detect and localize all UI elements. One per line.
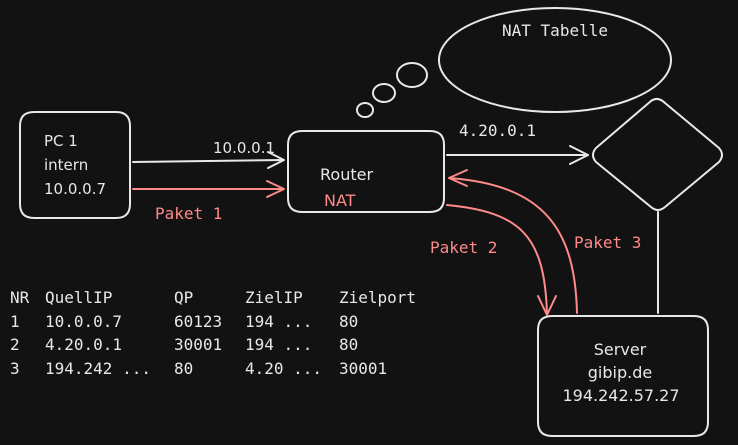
diamond-shape — [592, 97, 723, 211]
paket2-label: Paket 2 — [430, 238, 497, 257]
table-row: 2 4.20.0.1 30001 194 ... 80 — [10, 335, 358, 354]
router-diamond-arrowhead — [569, 145, 589, 165]
table-header-qp: QP — [174, 288, 193, 307]
nat-table-label: NAT Tabelle — [502, 21, 608, 40]
thought-bubbles — [356, 62, 428, 118]
nat-entries-table: NR QuellIP QP ZielIP Zielport 1 10.0.0.7… — [10, 288, 416, 378]
table-row: 3 194.242 ... 80 4.20 ... 30001 — [10, 359, 387, 378]
paket2-arrow-line — [446, 204, 548, 316]
paket1-arrowhead — [266, 180, 285, 198]
table-cell: 60123 — [174, 312, 222, 331]
pc-node: PC 1 intern 10.0.0.7 — [19, 111, 131, 219]
table-header-row: NR QuellIP QP ZielIP Zielport — [10, 288, 416, 307]
table-cell: 80 — [339, 335, 358, 354]
table-header-zielip: ZielIP — [245, 288, 303, 307]
router-nat-label: NAT — [324, 191, 356, 210]
thought-bubble-small — [356, 102, 374, 118]
table-cell: 2 — [10, 335, 20, 354]
pc-router-arrowhead — [267, 151, 285, 169]
table-cell: 4.20.0.1 — [45, 335, 122, 354]
table-cell: 3 — [10, 359, 20, 378]
table-header-zielport: Zielport — [339, 288, 416, 307]
thought-bubble-large — [396, 62, 428, 88]
server-label-line-1: Server — [594, 340, 647, 359]
server-label-line-2: gibip.de — [588, 363, 652, 382]
table-cell: 10.0.0.7 — [45, 312, 122, 331]
server-label-line-3: 194.242.57.27 — [562, 386, 679, 405]
white-edges — [132, 145, 659, 314]
paket1-label: Paket 1 — [155, 204, 222, 223]
table-cell: 194.242 ... — [45, 359, 151, 378]
thought-bubble-medium — [372, 83, 396, 103]
pink-edges — [132, 169, 578, 316]
table-cell: 30001 — [339, 359, 387, 378]
router-label: Router — [320, 165, 373, 184]
paket3-label: Paket 3 — [574, 233, 641, 252]
table-cell: 80 — [174, 359, 193, 378]
nat-table-ellipse — [438, 7, 672, 113]
pc-label-line-1: PC 1 — [44, 132, 78, 150]
pc-node-box — [19, 111, 131, 219]
paket2-arrowhead — [537, 295, 557, 316]
router-node-box — [287, 130, 445, 213]
router-node: Router NAT — [287, 130, 445, 213]
table-cell: 194 ... — [245, 312, 312, 331]
pc-label-line-3: 10.0.0.7 — [44, 180, 106, 198]
table-cell: 30001 — [174, 335, 222, 354]
server-node-box — [537, 315, 709, 437]
table-header-nr: NR — [10, 288, 30, 307]
table-cell: 1 — [10, 312, 20, 331]
pc-label-line-2: intern — [44, 156, 88, 174]
table-cell: 4.20 ... — [245, 359, 322, 378]
router-diamond-edge-label: 4.20.0.1 — [459, 121, 536, 140]
table-header-quellip: QuellIP — [45, 288, 112, 307]
paket3-arrowhead — [448, 169, 468, 187]
internet-diamond — [592, 97, 723, 211]
table-cell: 80 — [339, 312, 358, 331]
nat-table-node: NAT Tabelle — [438, 7, 672, 113]
table-row: 1 10.0.0.7 60123 194 ... 80 — [10, 312, 358, 331]
paket3-arrow-line — [448, 177, 578, 314]
server-node: Server gibip.de 194.242.57.27 — [537, 315, 709, 437]
table-cell: 194 ... — [245, 335, 312, 354]
pc-router-arrow-line — [132, 159, 284, 163]
pc-router-edge-label: 10.0.0.1 — [213, 139, 275, 157]
